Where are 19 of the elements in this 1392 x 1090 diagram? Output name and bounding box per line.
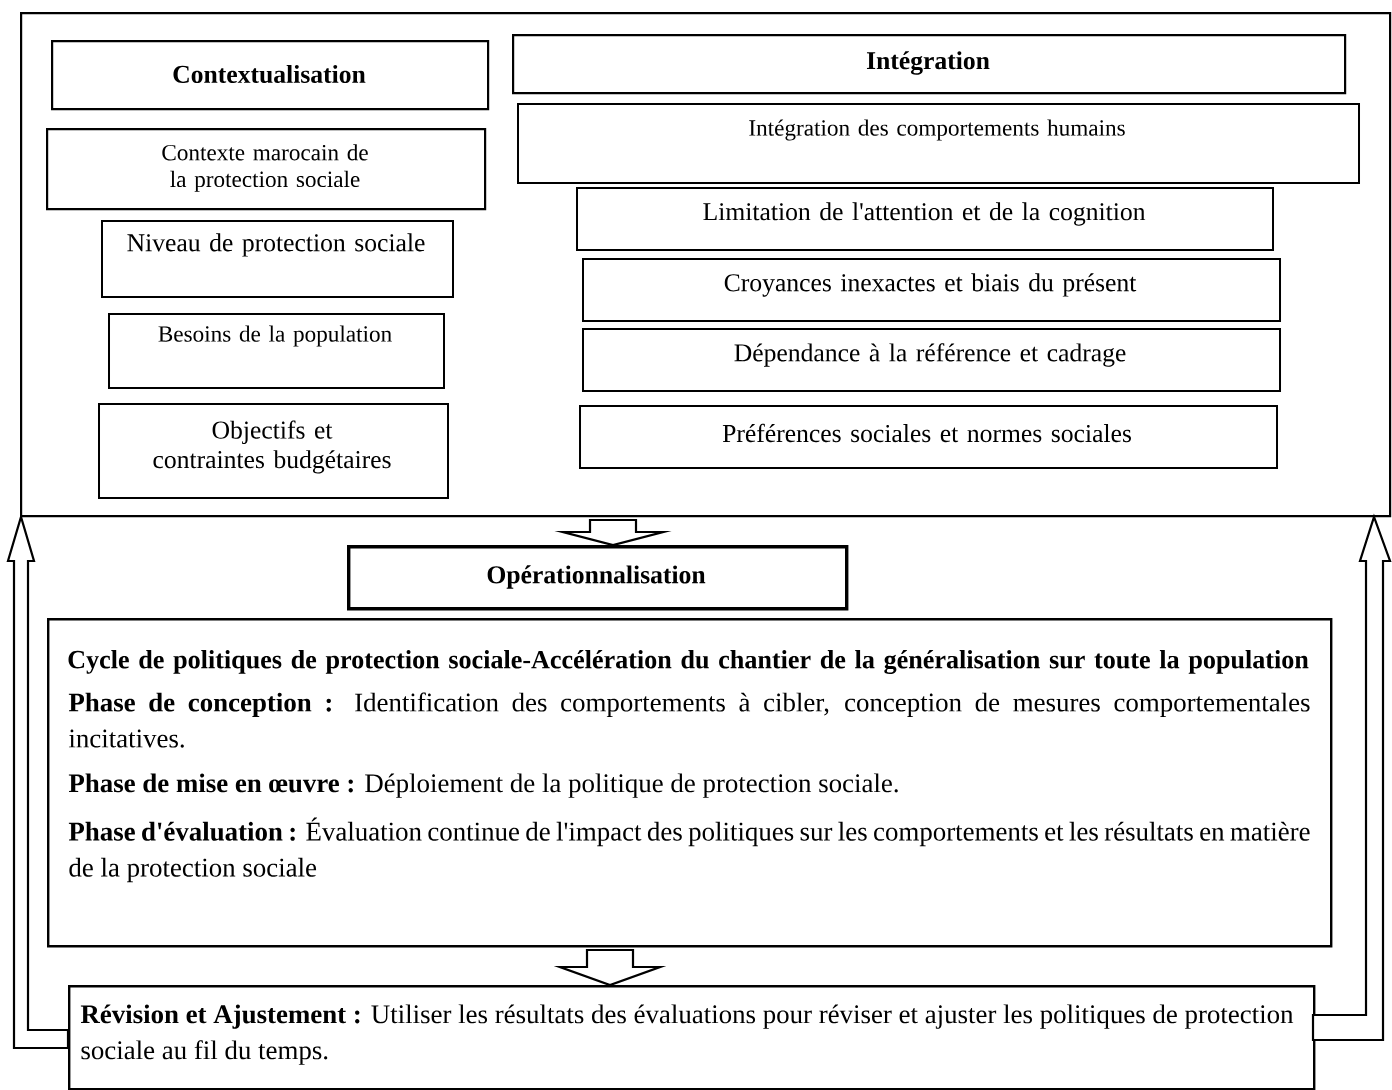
frame-box bbox=[20, 12, 1392, 518]
text-panel: Cycle de politiques de protection sociale-Accélération du chantier de la généralisation sur toute la population Phase de conception : Identification des comportements à cibler, conception de mesures comportementales incitatives. Phase de mise en œuvre : Déploiement de la politique de protection sociale. Phase d'évaluation : Évaluation continue de l'impact des politiques sur les comportements et les résultats en matière de la protection sociale bbox=[47, 618, 1333, 948]
text-box: Niveau de protection sociale bbox=[101, 220, 454, 298]
text-box: Croyances inexactes et biais du présent bbox=[582, 258, 1281, 322]
text-box: Préférences sociales et normes sociales bbox=[579, 405, 1278, 469]
text-box: Dépendance à la référence et cadrage bbox=[582, 328, 1281, 392]
heading-box: Opérationnalisation bbox=[347, 545, 849, 611]
text-box: Limitation de l'attention et de la cognition bbox=[576, 187, 1274, 251]
block-arrow bbox=[1311, 513, 1392, 1042]
text-panel: Révision et Ajustement : Utiliser les résultats des évaluations pour réviser et ajuster les politiques de protection sociale au fil du temps. bbox=[68, 985, 1316, 1090]
text-box: Contexte marocain de la protection sociale bbox=[46, 128, 487, 211]
text-box: Intégration des comportements humains bbox=[517, 103, 1360, 184]
text-box: Objectifs et contraintes budgétaires bbox=[98, 403, 449, 499]
block-arrow bbox=[553, 948, 667, 987]
text-box: Besoins de la population bbox=[108, 313, 445, 389]
block-arrow bbox=[6, 513, 70, 1050]
heading-box: Contextualisation bbox=[51, 40, 490, 111]
heading-box: Intégration bbox=[512, 34, 1347, 95]
block-arrow bbox=[554, 518, 672, 547]
